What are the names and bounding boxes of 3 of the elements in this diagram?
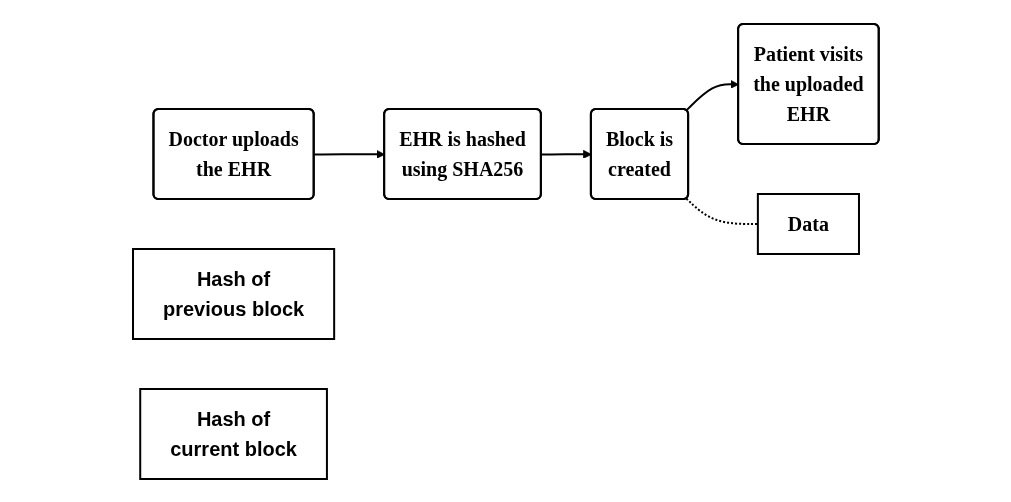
node-box: Data — [756, 192, 860, 255]
node-box: Hash of previous block — [131, 247, 335, 340]
node-box: Hash of current block — [138, 387, 328, 480]
